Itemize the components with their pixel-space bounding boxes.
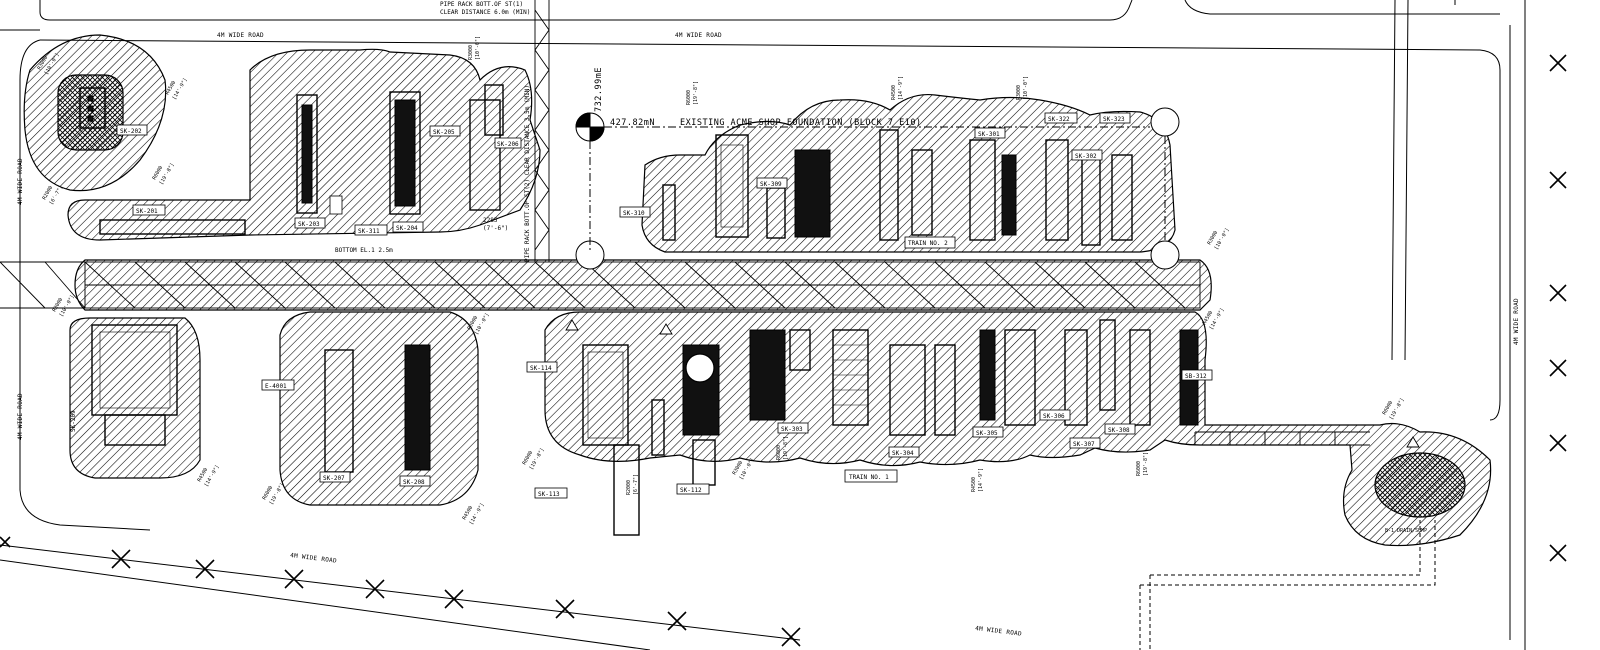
elev-label-17b: [10'-0"] xyxy=(1214,227,1231,251)
tag-sk303: SK-303 xyxy=(781,426,803,433)
triangle-markers xyxy=(565,319,1420,448)
tag-sk207: SK-207 xyxy=(323,475,345,482)
tag-sk203: SK-203 xyxy=(298,221,320,228)
tag-sk206: SK-206 xyxy=(497,141,519,148)
tag-sk205: SK-205 xyxy=(433,129,455,136)
road-outlines xyxy=(0,0,1526,650)
elev-label-18b: [19'-8"] xyxy=(1389,397,1406,421)
elev-label-11: R2000 xyxy=(626,480,632,495)
elev-label-14b: [14'-9"] xyxy=(978,468,984,492)
road-label-south-right: 4M WIDE ROAD xyxy=(975,625,1023,638)
elev-label-21b: [14'-9"] xyxy=(898,76,904,100)
equipment xyxy=(79,84,1199,536)
pipe-rack-note-line1: PIPE RACK BOTT.OF ST(1) xyxy=(440,1,523,8)
road-label-west-upper: 4M WIDE ROAD xyxy=(17,158,24,205)
elev-label-3b: [19'-8"] xyxy=(159,162,176,186)
elev-label-19: R3000 xyxy=(468,45,474,60)
tag-sk322: SK-322 xyxy=(1048,116,1070,123)
tag-e4001: E-4001 xyxy=(265,383,287,390)
drain-sump-note: B-1 DRAIN/SUMP xyxy=(1385,528,1427,534)
bottom-elevation-note: BOTTOM EL.1 2.5m xyxy=(335,247,393,254)
tag-sk304: SK-304 xyxy=(892,450,914,457)
elev-label-12b: [10'-0"] xyxy=(739,457,756,481)
elevation-labels: R3000 [10'-0"] R4500 [14'-9"] R6000 [19'… xyxy=(37,36,1406,526)
elev-label-22: R3000 xyxy=(1016,85,1022,100)
elev-label-16b: [14'-9"] xyxy=(1209,307,1226,331)
road-label-west-lower: 4M WIDE ROAD xyxy=(17,393,24,440)
elev-label-13b: [19'-8"] xyxy=(783,436,789,460)
tag-sk114: SK-114 xyxy=(530,365,552,372)
elev-label-13: R6000 xyxy=(776,445,782,460)
elev-label-19b: [10'-0"] xyxy=(475,36,481,60)
elev-label-9b: [10'-0"] xyxy=(474,312,491,336)
road-label-north-left: 4M WIDE ROAD xyxy=(217,32,264,39)
dimension-2285-imperial: (7'-6") xyxy=(483,225,508,232)
elev-label-5b: [10'-0"] xyxy=(59,294,76,318)
tag-sk112: SK-112 xyxy=(680,487,702,494)
elev-label-20: R6000 xyxy=(686,90,692,105)
road-label-south-left: 4M WIDE ROAD xyxy=(290,552,338,565)
tag-sk209: SK-209 xyxy=(70,410,77,432)
tag-train1: TRAIN NO. 1 xyxy=(849,474,889,481)
tag-sk310: SK-310 xyxy=(623,210,645,217)
tag-sk309: SK-309 xyxy=(760,181,782,188)
tag-sk305: SK-305 xyxy=(976,430,998,437)
tag-sk323: SK-323 xyxy=(1103,116,1125,123)
pipe-rack-note-line2: CLEAR DISTANCE 6.0m (MIN) xyxy=(440,9,530,16)
existing-foundation-note: EXISTING ACME SHOP FOUNDATION (BLOCK 7 E… xyxy=(680,118,922,128)
elev-label-22b: [10'-0"] xyxy=(1023,76,1029,100)
tag-sk202: SK-202 xyxy=(120,128,142,135)
road-label-east: 4M WIDE ROAD xyxy=(1513,298,1520,345)
tag-sk201: SK-201 xyxy=(136,208,158,215)
tag-sk307: SK-307 xyxy=(1073,441,1095,448)
elev-label-11b: [6'-7"] xyxy=(633,474,639,495)
tag-sk301: SK-301 xyxy=(978,131,1000,138)
elev-label-8b: [14'-9"] xyxy=(469,502,486,526)
elev-label-14: R4500 xyxy=(971,477,977,492)
pipe-rack-vertical-note: PIPE RACK BOTT.OF ST(2) CLEAR DISTANCE 3… xyxy=(524,85,531,262)
tag-train2: TRAIN NO. 2 xyxy=(908,240,948,247)
annotations: PIPE RACK BOTT.OF ST(1) CLEAR DISTANCE 6… xyxy=(335,1,1427,534)
tag-sk204: SK-204 xyxy=(396,225,418,232)
elev-label-2b: [14'-9"] xyxy=(172,77,189,101)
elev-label-7b: [19'-8"] xyxy=(269,482,286,506)
fence-markers xyxy=(0,54,1567,647)
tag-sk311: SK-311 xyxy=(358,228,380,235)
elev-label-15: R6000 xyxy=(1136,461,1142,476)
tag-sk308: SK-308 xyxy=(1108,427,1130,434)
tag-sk113: SK-113 xyxy=(538,491,560,498)
road-label-north-center: 4M WIDE ROAD xyxy=(675,32,722,39)
elev-label-20b: [19'-8"] xyxy=(693,81,699,105)
tag-sk208: SK-208 xyxy=(403,479,425,486)
dimension-2285: 2285 xyxy=(483,217,498,224)
elev-label-21: R4500 xyxy=(891,85,897,100)
easting-coordinate: 732.99mE xyxy=(594,67,604,112)
tag-sk302: SK-302 xyxy=(1075,153,1097,160)
hatched-areas xyxy=(23,34,1492,547)
tag-sb312: SB-312 xyxy=(1185,373,1207,380)
equipment-tags: SK-113 SK-112 SK-114 TRAIN NO. 1 TRAIN N… xyxy=(70,112,1213,499)
northing-coordinate: 427.82mN xyxy=(610,118,655,128)
pipe-rack-truss xyxy=(0,0,1370,446)
cross-hatched-pits xyxy=(57,74,1466,518)
elev-label-6b: [14'-9"] xyxy=(204,464,221,488)
elev-label-10b: [19'-8"] xyxy=(529,447,546,471)
elev-label-15b: [19'-8"] xyxy=(1143,452,1149,476)
tag-sk306: SK-306 xyxy=(1043,413,1065,420)
grid-bubbles xyxy=(575,107,1180,270)
